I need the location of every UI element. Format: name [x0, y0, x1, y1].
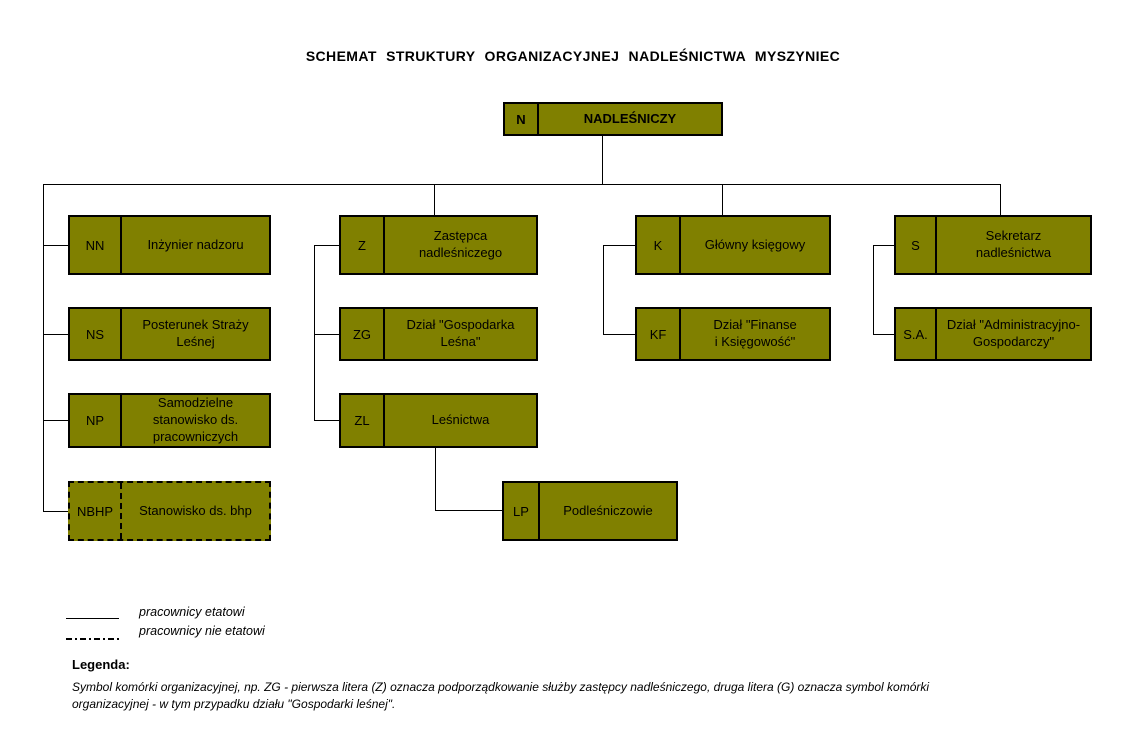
org-node-nadlesniczy: N NADLEŚNICZY [503, 102, 723, 136]
node-label: Inżynier nadzoru [147, 236, 244, 252]
connector-line [603, 245, 635, 246]
connector-line [314, 420, 339, 421]
node-code: ZL [341, 395, 385, 446]
org-node-zastepca-nadlesniczego: Z Zastępca nadleśniczego [339, 215, 538, 275]
dashed-line-label: pracownicy nie etatowi [139, 624, 265, 638]
connector-line [43, 184, 44, 511]
node-code: NS [70, 309, 122, 359]
node-label: Podleśniczowie [563, 502, 653, 518]
node-label: Posterunek Straży Leśnej [142, 317, 249, 349]
node-label: Samodzielne stanowisko ds. pracowniczych [152, 395, 239, 444]
connector-line [434, 184, 435, 215]
solid-line-sample [66, 618, 119, 619]
org-node-podlesniczowie: LP Podleśniczowie [502, 481, 678, 541]
legend-heading: Legenda: [72, 657, 130, 672]
node-label: Sekretarz nadleśnictwa [975, 228, 1052, 260]
org-node-posterunek-strazy-lesnej: NS Posterunek Straży Leśnej [68, 307, 271, 361]
node-code: NN [70, 217, 122, 273]
node-label: Dział "Gospodarka Leśna" [406, 317, 515, 349]
org-node-glowny-ksiegowy: K Główny księgowy [635, 215, 831, 275]
solid-line-label: pracownicy etatowi [139, 605, 245, 619]
connector-line [873, 334, 894, 335]
org-node-dzial-finanse-ksiegowosc: KF Dział "Finanse i Księgowość" [635, 307, 831, 361]
connector-line [43, 245, 68, 246]
node-label: Leśnictwa [431, 412, 490, 428]
org-node-dzial-gospodarka-lesna: ZG Dział "Gospodarka Leśna" [339, 307, 538, 361]
node-code: S [896, 217, 937, 273]
org-node-inzynier-nadzoru: NN Inżynier nadzoru [68, 215, 271, 275]
connector-line [43, 420, 68, 421]
node-label: Główny księgowy [704, 236, 806, 252]
org-node-stanowisko-bhp: NBHP Stanowisko ds. bhp [68, 481, 271, 541]
node-code: K [637, 217, 681, 273]
chart-title: SCHEMAT STRUKTURY ORGANIZACYJNEJ NADLEŚN… [305, 48, 841, 64]
node-code: Z [341, 217, 385, 273]
org-node-sekretarz-nadlesnictwa: S Sekretarz nadleśnictwa [894, 215, 1092, 275]
org-node-dzial-administracyjno-gospodarczy: S.A. Dział "Administracyjno- Gospodarczy… [894, 307, 1092, 361]
connector-line [314, 245, 339, 246]
connector-line [603, 334, 635, 335]
connector-line [43, 511, 68, 512]
node-code: KF [637, 309, 681, 359]
connector-line [435, 510, 502, 511]
connector-line [314, 245, 315, 420]
node-label: Zastępca nadleśniczego [418, 228, 503, 260]
node-code: NBHP [70, 483, 122, 539]
node-label: NADLEŚNICZY [583, 110, 677, 126]
connector-line [602, 136, 603, 184]
node-label: Dział "Administracyjno- Gospodarczy" [946, 317, 1081, 349]
dashdot-line-sample [66, 638, 119, 640]
connector-line [435, 448, 436, 510]
node-code: NP [70, 395, 122, 446]
node-code: S.A. [896, 309, 937, 359]
node-code: LP [504, 483, 540, 539]
connector-line [873, 245, 894, 246]
node-code: N [505, 104, 539, 134]
org-node-lesnictwa: ZL Leśnictwa [339, 393, 538, 448]
connector-line [873, 245, 874, 334]
connector-line [43, 184, 1001, 185]
connector-line [603, 245, 604, 334]
node-code: ZG [341, 309, 385, 359]
connector-line [43, 334, 68, 335]
legend-body-text: Symbol komórki organizacyjnej, np. ZG - … [72, 680, 930, 711]
connector-line [1000, 184, 1001, 215]
connector-line [722, 184, 723, 215]
node-label: Dział "Finanse i Księgowość" [713, 317, 797, 349]
node-label: Stanowisko ds. bhp [139, 502, 252, 518]
org-node-stanowisko-pracownicze: NP Samodzielne stanowisko ds. pracownicz… [68, 393, 271, 448]
connector-line [314, 334, 339, 335]
